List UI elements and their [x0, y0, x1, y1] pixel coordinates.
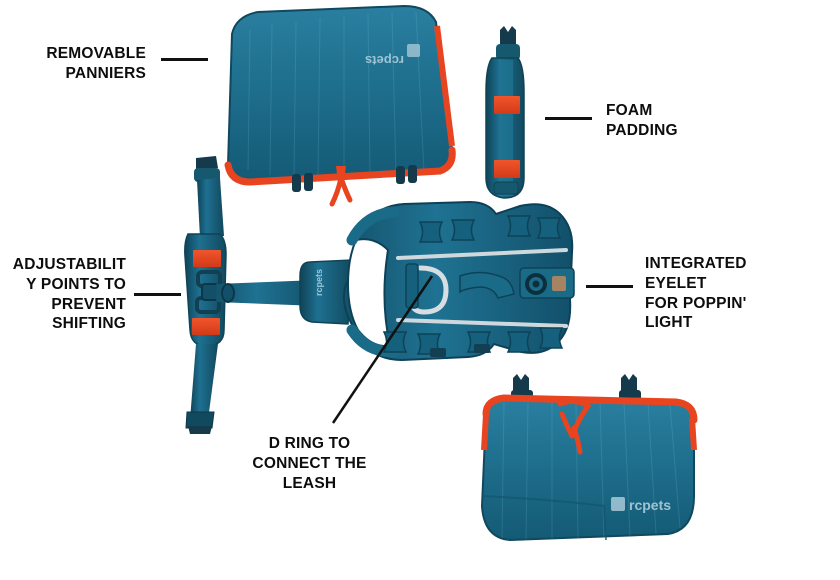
leader-integrated-eyelet [586, 285, 633, 288]
foam-padding-strap [485, 26, 525, 199]
harness-handle [459, 271, 515, 299]
callout-d-ring-leash: D RING TO CONNECT THE LEASH [252, 435, 367, 492]
pointer-d-ring [331, 275, 434, 424]
callout-integrated-eyelet: INTEGRATED EYELET FOR POPPIN' LIGHT [645, 255, 747, 332]
adjustability-strap [184, 156, 318, 434]
harness-side-buckles [430, 344, 490, 357]
callout-adjustability-points: ADJUSTABILIT Y POINTS TO PREVENT SHIFTIN… [12, 256, 126, 333]
reflective-strips [396, 248, 568, 328]
pannier-logo-top: rcpets [365, 53, 404, 68]
adjust-strap-accent-1 [193, 250, 221, 267]
foam-strap-accent-2 [494, 160, 520, 178]
top-pannier-bag: rcpets [224, 4, 456, 207]
d-ring [405, 263, 449, 315]
svg-text:rcpets: rcpets [629, 497, 671, 513]
leader-removable-panniers [161, 58, 208, 61]
foam-strap-accent-1 [494, 96, 520, 114]
bottom-pannier-bag: rcpets [480, 374, 698, 542]
callout-foam-padding: FOAM PADDING [606, 102, 678, 139]
pannier-clips [292, 165, 417, 192]
adjust-strap-connector [216, 280, 318, 306]
pannier-logo-bottom: rcpets [611, 497, 671, 513]
main-harness: rcpets [299, 200, 575, 362]
leader-foam-padding [545, 117, 592, 120]
callout-removable-panniers: REMOVABLE PANNIERS [46, 45, 146, 82]
svg-text:rcpets: rcpets [365, 53, 404, 68]
foam-strap-clip [500, 26, 516, 44]
harness-loops-top [418, 215, 562, 243]
adjust-strap-accent-2 [192, 318, 220, 335]
harness-logo: rcpets [314, 269, 324, 296]
integrated-eyelet [519, 267, 575, 299]
leader-adjustability [134, 293, 181, 296]
